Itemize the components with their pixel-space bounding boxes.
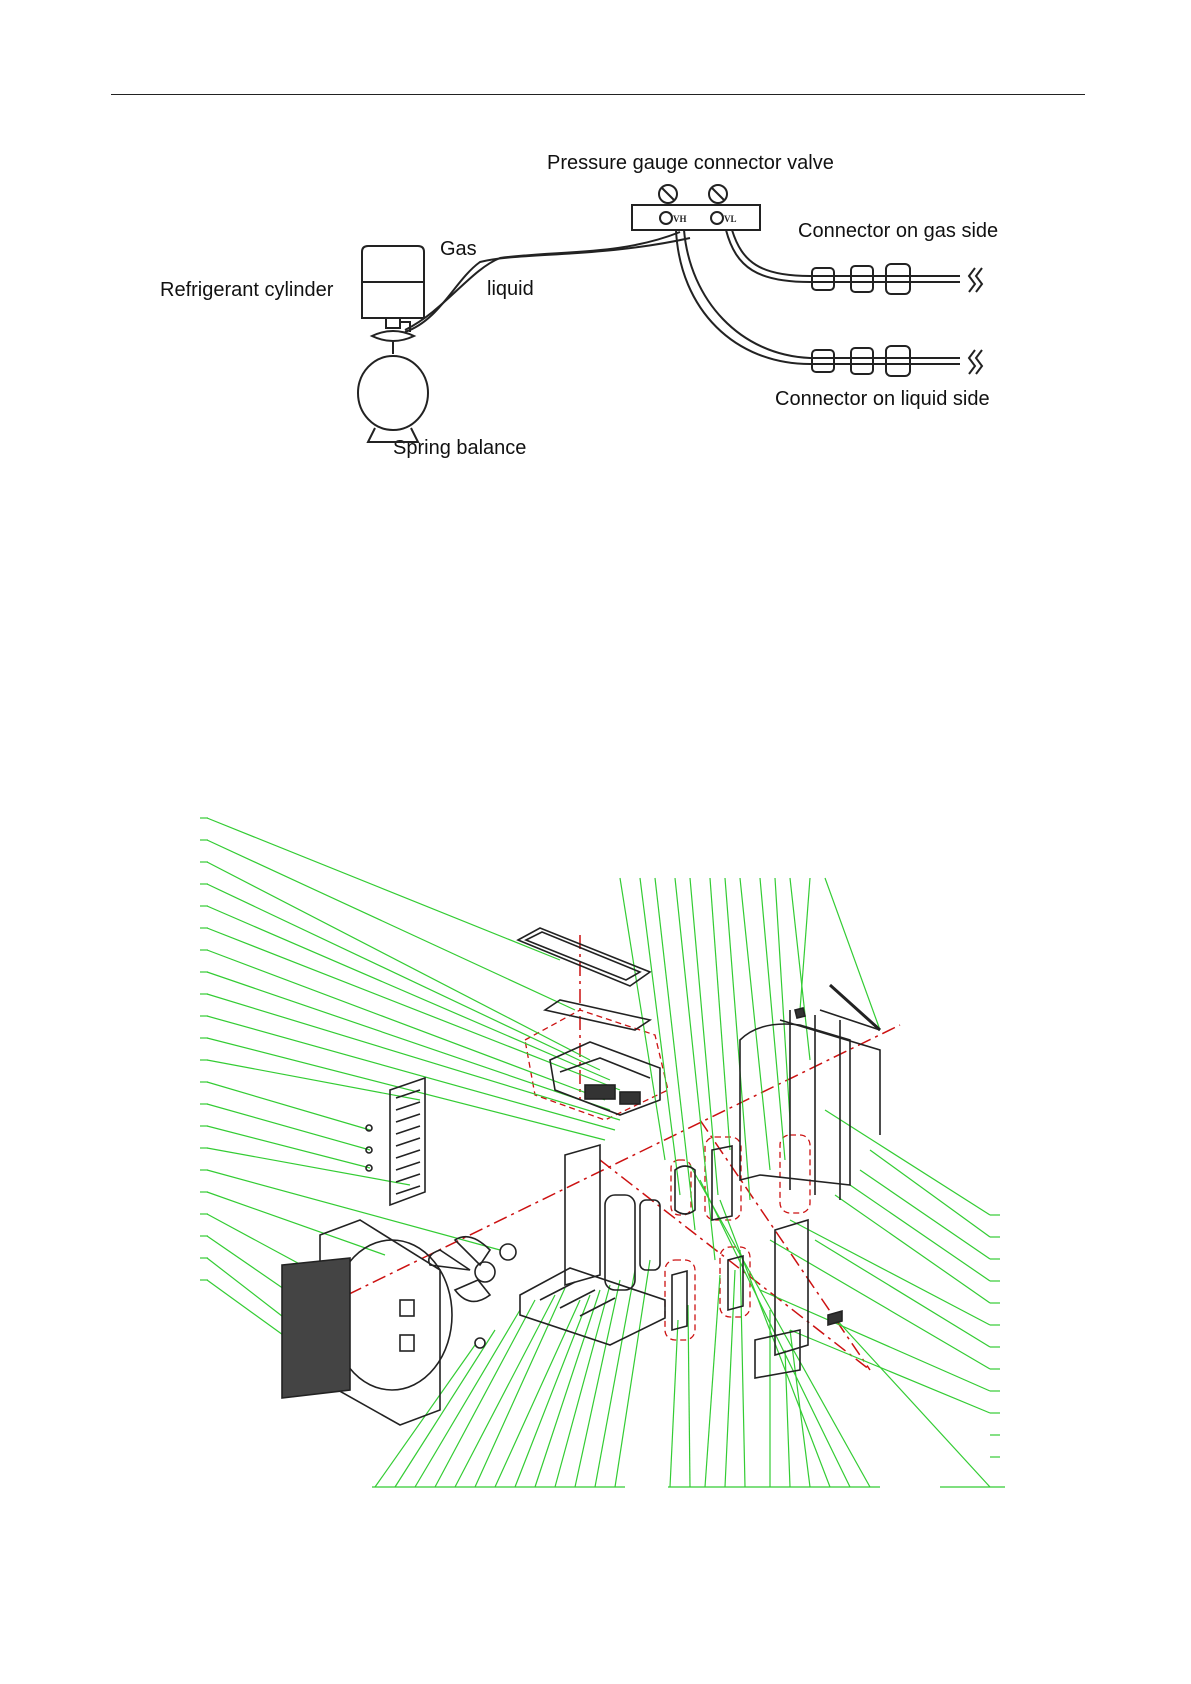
leader-line: [207, 950, 605, 1100]
leader-line: [688, 1305, 690, 1487]
leader-line: [835, 1318, 990, 1487]
leader-line: [760, 878, 785, 1160]
leader-line: [710, 878, 730, 1150]
part-partition-compressor: [565, 1145, 660, 1290]
leader-line: [535, 1290, 600, 1487]
part-sensor-probe: [830, 985, 880, 1030]
leader-line: [790, 878, 810, 1060]
part-valve-gas: [672, 1271, 687, 1330]
subassembly-groups: [525, 1010, 810, 1340]
leader-line: [670, 1320, 678, 1487]
leader-line: [800, 878, 810, 1010]
leader-line: [207, 1192, 385, 1255]
leader-line: [207, 862, 590, 1060]
leader-line: [860, 1170, 990, 1259]
leader-line: [207, 1104, 370, 1150]
leader-line: [705, 1275, 720, 1487]
part-grille: [282, 1258, 350, 1398]
leader-line: [790, 1330, 990, 1413]
leader-line: [207, 1082, 370, 1130]
leader-line: [725, 1270, 735, 1487]
leader-line: [615, 1260, 650, 1487]
leader-line: [455, 1295, 555, 1487]
leader-line: [207, 884, 600, 1070]
part-clip: [795, 1008, 805, 1018]
leader-line: [207, 1126, 370, 1168]
leader-line: [415, 1310, 520, 1487]
leader-line: [725, 878, 750, 1200]
part-top-cover: [518, 928, 650, 986]
leader-line: [207, 1148, 410, 1185]
leader-line: [207, 1016, 615, 1130]
leader-line: [515, 1295, 590, 1487]
leader-line: [207, 840, 575, 1010]
leader-line: [790, 1220, 990, 1325]
leader-line: [775, 878, 790, 1120]
leader-line: [815, 1240, 990, 1347]
leader-line: [435, 1300, 535, 1487]
leader-line: [870, 1150, 990, 1237]
part-insulation-plate: [545, 1000, 650, 1030]
part-motor: [500, 1244, 516, 1260]
leader-line: [760, 1290, 990, 1391]
leader-line: [850, 1185, 990, 1281]
leader-line: [835, 1195, 990, 1303]
part-drain-plug: [475, 1338, 485, 1348]
leader-line: [770, 1240, 990, 1369]
leader-line: [207, 1038, 605, 1140]
leader-line: [575, 1280, 620, 1487]
leader-line: [207, 1280, 290, 1340]
leader-line: [395, 1330, 495, 1487]
